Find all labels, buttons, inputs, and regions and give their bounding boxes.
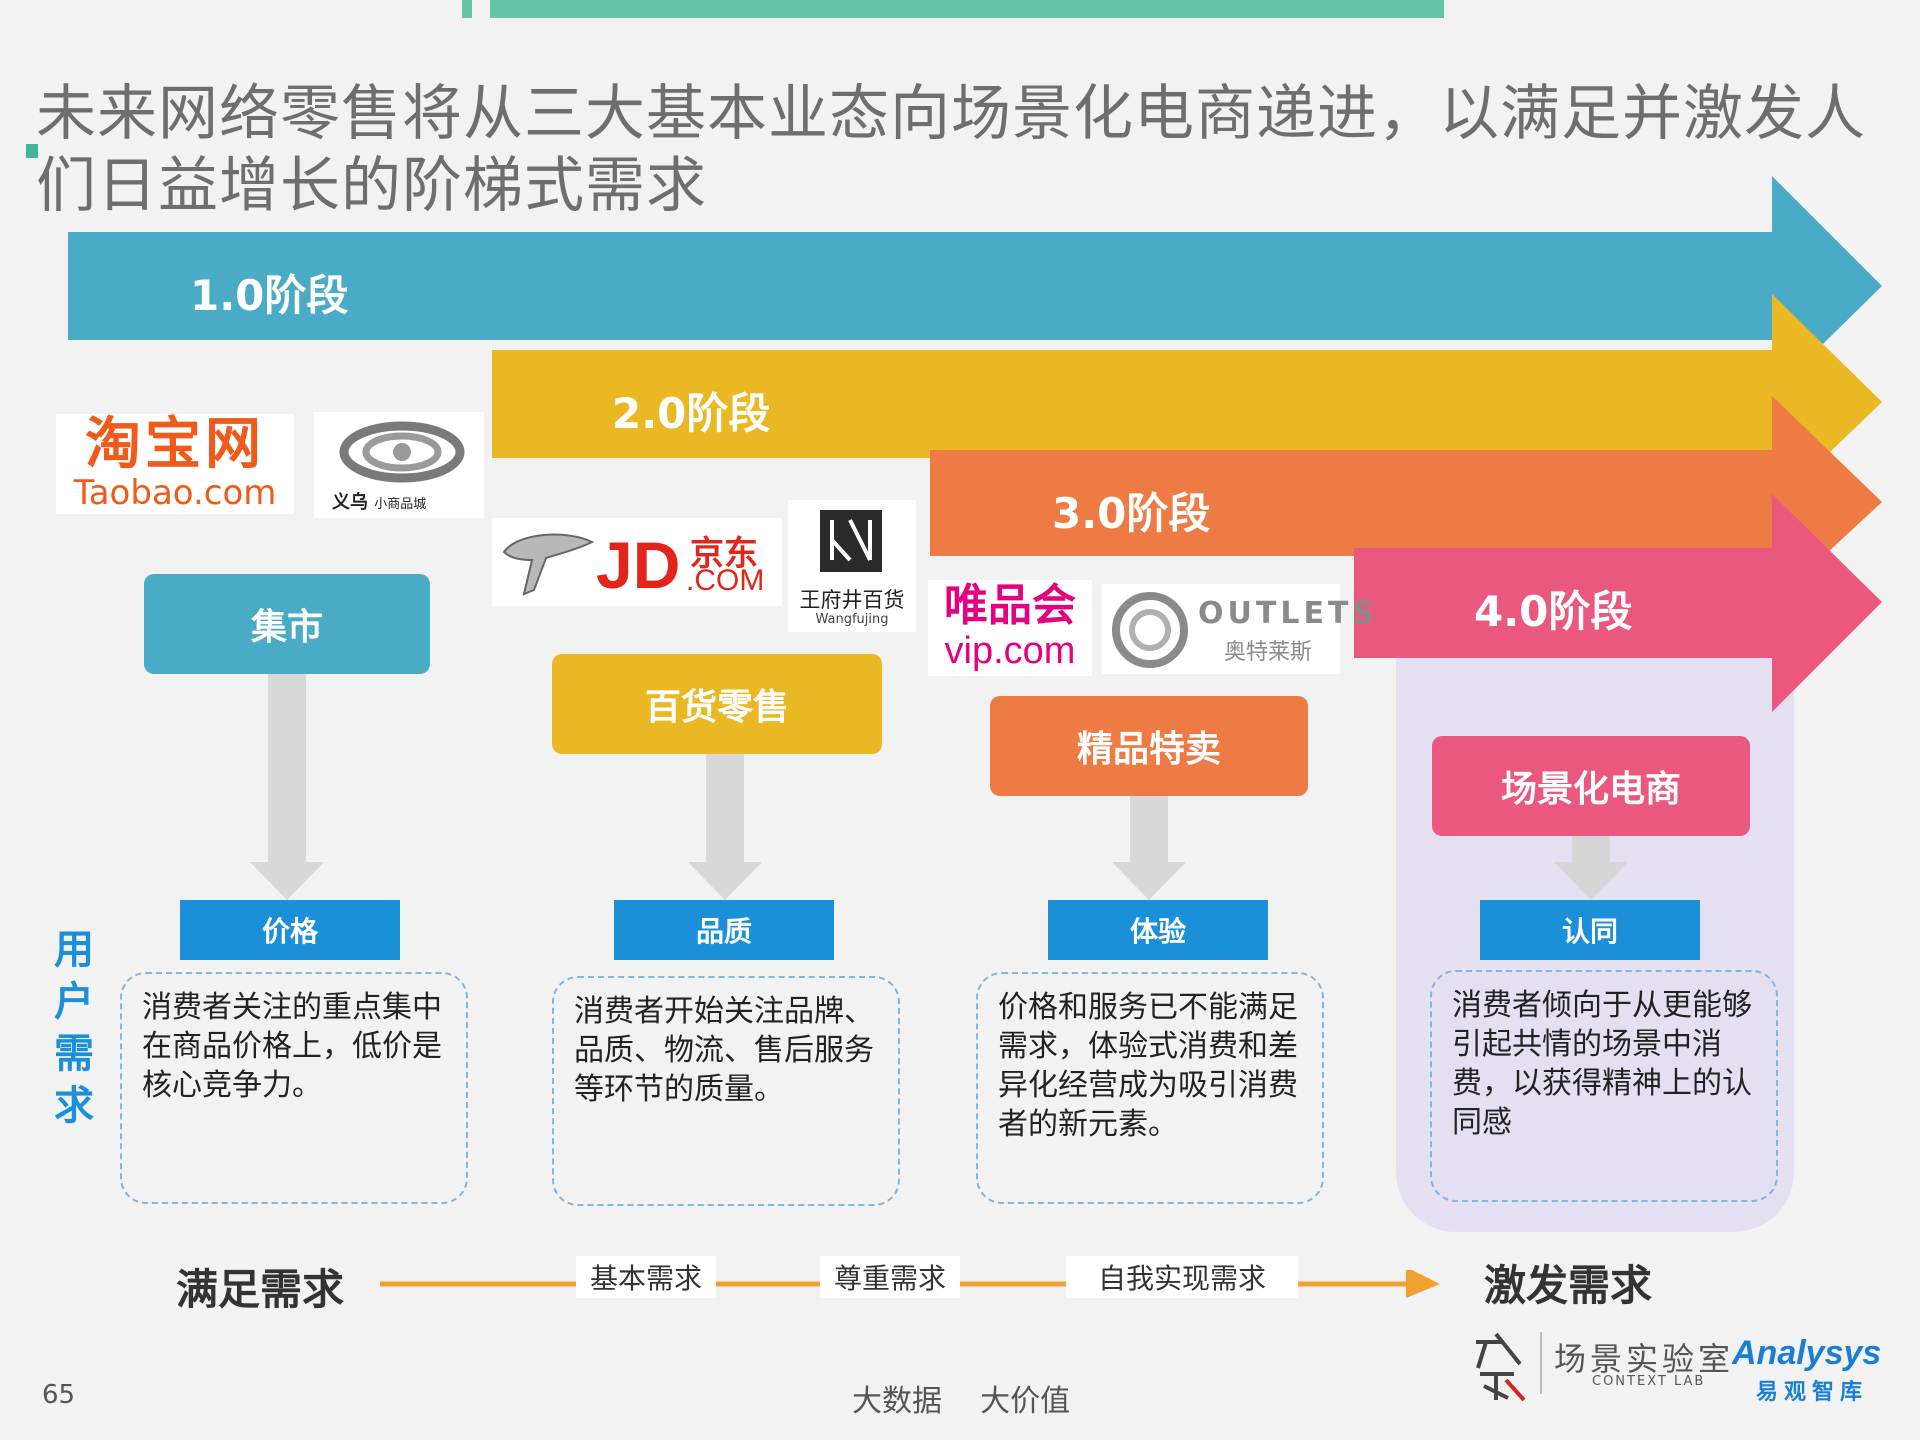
flow-start-label: 满足需求 bbox=[176, 1265, 345, 1314]
description-4: 消费者倾向于从更能够引起共情的场景中消费，以获得精神上的认同感 bbox=[1430, 970, 1778, 1202]
need-price: 价格 bbox=[180, 900, 400, 960]
outlets-emblem-icon bbox=[1112, 592, 1188, 668]
page-title: 未来网络零售将从三大基本业态向场景化电商递进，以满足并激发人们日益增长的阶梯式需… bbox=[36, 79, 1866, 221]
flow-label-basic-needs: 基本需求 bbox=[576, 1256, 716, 1298]
wangfujing-emblem-icon bbox=[820, 510, 882, 572]
footer-divider bbox=[1540, 1332, 1542, 1394]
stage-label-4: 4.0阶段 bbox=[1474, 587, 1633, 636]
category-scenario-ecommerce: 场景化电商 bbox=[1432, 736, 1750, 836]
need-experience: 体验 bbox=[1048, 900, 1268, 960]
description-1: 消费者关注的重点集中在商品价格上，低价是核心竞争力。 bbox=[120, 972, 468, 1204]
yiwu-logo: 义乌 小商品城 bbox=[314, 412, 484, 518]
need-quality: 品质 bbox=[614, 900, 834, 960]
description-3: 价格和服务已不能满足需求，体验式消费和差异化经营成为吸引消费者的新元素。 bbox=[976, 972, 1324, 1204]
need-identity: 认同 bbox=[1480, 900, 1700, 960]
flow-label-self-actualization-needs: 自我实现需求 bbox=[1066, 1256, 1298, 1298]
jd-mascot-icon bbox=[502, 533, 595, 596]
title-marker bbox=[26, 144, 38, 158]
analysys-logo-cn: 易观智库 bbox=[1756, 1380, 1869, 1405]
stage-label-3: 3.0阶段 bbox=[1052, 489, 1211, 538]
context-lab-emblem-icon bbox=[1476, 1332, 1526, 1402]
context-lab-en: CONTEXT LAB bbox=[1592, 1374, 1706, 1389]
context-lab-logo bbox=[1466, 1328, 1530, 1404]
stage-arrow-1 bbox=[68, 176, 1882, 394]
category-boutique-flash-sale: 精品特卖 bbox=[990, 696, 1308, 796]
category-market: 集市 bbox=[144, 574, 430, 674]
description-2: 消费者开始关注品牌、品质、物流、售后服务等环节的质量。 bbox=[552, 976, 900, 1206]
flow-end-label: 激发需求 bbox=[1484, 1261, 1653, 1310]
category-department-retail: 百货零售 bbox=[552, 654, 882, 754]
down-arrow-2 bbox=[688, 754, 762, 900]
taobao-logo: 淘宝网 Taobao.com bbox=[56, 414, 294, 514]
page-number: 65 bbox=[42, 1380, 76, 1410]
top-accent-bar bbox=[462, 0, 472, 18]
stage-label-1: 1.0阶段 bbox=[190, 271, 349, 320]
flow-label-esteem-needs: 尊重需求 bbox=[820, 1256, 960, 1298]
stage-arrow-4 bbox=[1354, 494, 1882, 712]
outlets-logo: OUTLETS 奥特莱斯 bbox=[1102, 584, 1374, 674]
stage-label-2: 2.0阶段 bbox=[612, 389, 771, 438]
yiwu-emblem-icon bbox=[339, 421, 465, 483]
top-accent-bar bbox=[490, 0, 1444, 18]
jd-logo: JD 京东 .COM bbox=[492, 518, 782, 606]
user-needs-label: 用 户 需 求 bbox=[54, 927, 94, 1129]
footer-slogan: 大数据 大价值 bbox=[852, 1384, 1071, 1419]
down-arrow-3 bbox=[1112, 796, 1186, 900]
analysys-logo-en: Analysys bbox=[1732, 1334, 1882, 1372]
context-lab-cn: 场景实验室 bbox=[1554, 1340, 1735, 1378]
down-arrow-1 bbox=[250, 674, 324, 900]
vip-logo: 唯品会 vip.com bbox=[928, 580, 1092, 676]
down-arrow-4 bbox=[1554, 836, 1628, 900]
wangfujing-logo: 王府井百货 Wangfujing bbox=[788, 500, 916, 632]
